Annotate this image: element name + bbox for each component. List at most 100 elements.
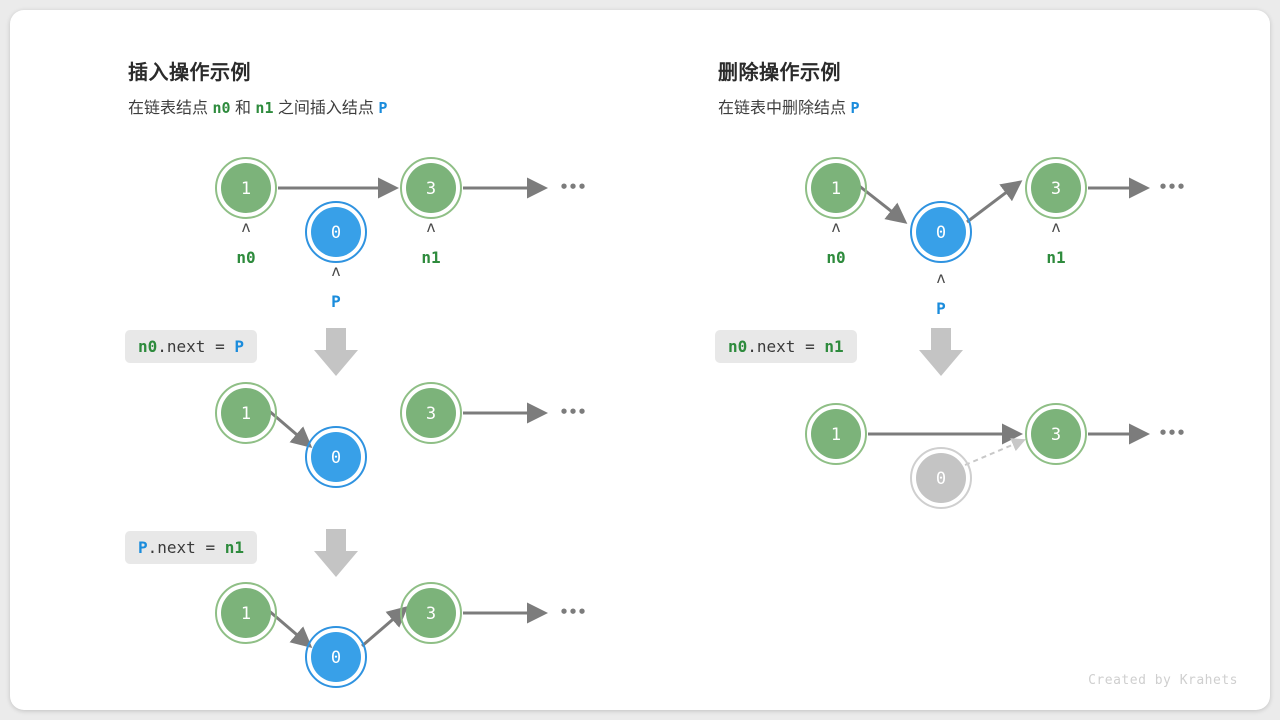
delete-panel-subtitle: 在链表中删除结点 P [718,94,859,118]
node-ring-1-row2 [215,382,277,444]
node-value-0-row2: 0 [331,448,341,468]
node-value-1-row2: 1 [241,404,251,424]
code-token-n1: n1 [224,538,244,557]
node-circle-3-del-row1 [1031,163,1081,213]
caret-n1-row1: ʌ [426,218,435,236]
insert-diagram-svg: ••• 1 ʌ n0 0 ʌ P 3 ʌ n1 ••• [215,157,587,688]
node-circle-1-row1 [221,163,271,213]
caret-n0-del-row1: ʌ [831,218,840,236]
diagram-card: 插入操作示例 在链表结点 n0 和 n1 之间插入结点 P n0.next = … [10,10,1270,710]
node-circle-deleted [916,453,966,503]
subtitle-ref-n1: n1 [255,99,274,117]
caret-p-del-row1: ʌ [936,269,945,287]
ellipsis-del-row1: ••• [1158,178,1185,196]
step-arrow-down-delete [919,328,963,376]
node-value-1-row1: 1 [241,179,251,199]
node-value-0-row3: 0 [331,648,341,668]
node-ring-1-del-row1 [805,157,867,219]
node-circle-3-row2 [406,388,456,438]
node-ring-3-row1 [400,157,462,219]
node-ring-0-row1 [305,201,367,263]
code-token-n0: n0 [138,337,158,356]
node-value-1-row3: 1 [241,604,251,624]
node-ring-0-row2 [305,426,367,488]
node-value-3-del-row1: 3 [1051,179,1061,199]
node-value-0-del-row1: 0 [936,223,946,243]
edge-p-to-n1-del-row1 [966,180,1023,224]
insert-panel-subtitle: 在链表结点 n0 和 n1 之间插入结点 P [128,94,387,118]
code-token-next-1: .next = [157,337,235,356]
delete-panel: 删除操作示例 在链表中删除结点 P n0.next = n1 ••• 1 ʌ n… [600,10,1270,710]
node-ring-0-row3 [305,626,367,688]
step-arrow-down-2 [314,529,358,577]
node-circle-0-del-row1 [916,207,966,257]
node-circle-0-row2 [311,432,361,482]
node-ring-3-row3 [400,582,462,644]
pointer-label-n0-row1: n0 [236,248,255,267]
node-ring-3-row2 [400,382,462,444]
edge-deleted-to-n1-dashed [964,438,1026,466]
subtitle-text-1: 在链表结点 [128,100,213,117]
node-value-0-row1: 0 [331,223,341,243]
code-chip-insert-step1: n0.next = P [125,330,257,363]
edge-n0-to-p-row3 [267,608,313,648]
caret-n1-del-row1: ʌ [1051,218,1060,236]
node-value-3-row2: 3 [426,404,436,424]
edge-n0-to-p-row2 [267,408,313,448]
node-circle-3-row3 [406,588,456,638]
code-token-p-2: P [138,538,148,557]
delete-diagram-svg: ••• 1 ʌ n0 0 ʌ P 3 ʌ n1 ••• 1 [805,157,1186,509]
node-circle-1-del-row2 [811,409,861,459]
subtitle-ref-p-delete: P [850,99,860,117]
credit-footer: Created by Krahets [1088,673,1238,688]
code-token-next-2: .next = [147,538,225,557]
node-ring-3-del-row2 [1025,403,1087,465]
node-ring-1-row3 [215,582,277,644]
pointer-label-n0-del-row1: n0 [826,248,845,267]
node-value-1-del-row2: 1 [831,425,841,445]
delete-panel-title: 删除操作示例 [718,62,841,84]
node-circle-3-del-row2 [1031,409,1081,459]
code-token-n0-delete: n0 [728,337,748,356]
node-ring-1-del-row2 [805,403,867,465]
caret-n0-row1: ʌ [241,218,250,236]
edge-p-to-n1-row3 [361,606,409,648]
subtitle-ref-p: P [378,99,388,117]
ellipsis-row1: ••• [559,178,586,196]
pointer-label-p-row1: P [331,292,341,311]
insert-panel: 插入操作示例 在链表结点 n0 和 n1 之间插入结点 P n0.next = … [10,10,640,710]
node-circle-0-row1 [311,207,361,257]
subtitle-text-d1: 在链表中删除结点 [718,100,851,117]
insert-panel-title: 插入操作示例 [128,62,251,84]
node-circle-1-del-row1 [811,163,861,213]
node-value-3-row1: 3 [426,179,436,199]
node-circle-3-row1 [406,163,456,213]
node-ring-0-del-row1 [910,201,972,263]
node-value-3-row3: 3 [426,604,436,624]
ellipsis-row3: ••• [559,603,586,621]
code-token-p: P [234,337,244,356]
code-chip-insert-step2: P.next = n1 [125,531,257,564]
node-value-3-del-row2: 3 [1051,425,1061,445]
ellipsis-row2: ••• [559,403,586,421]
node-ring-1-row1 [215,157,277,219]
node-circle-1-row2 [221,388,271,438]
node-ring-deleted [910,447,972,509]
pointer-label-n1-del-row1: n1 [1046,248,1065,267]
caret-p-row1: ʌ [331,262,340,280]
code-chip-delete-step1: n0.next = n1 [715,330,857,363]
node-circle-0-row3 [311,632,361,682]
ellipsis-del-row2: ••• [1158,424,1185,442]
code-token-n1-delete: n1 [824,337,844,356]
step-arrow-down-1 [314,328,358,376]
pointer-label-p-del-row1: P [936,299,946,318]
pointer-label-n1-row1: n1 [421,248,440,267]
subtitle-text-2: 和 [230,100,256,117]
node-value-deleted: 0 [936,469,946,489]
node-ring-3-del-row1 [1025,157,1087,219]
subtitle-ref-n0: n0 [212,99,231,117]
subtitle-text-3: 之间插入结点 [273,100,379,117]
node-value-1-del-row1: 1 [831,179,841,199]
code-token-next-delete: .next = [747,337,825,356]
node-circle-1-row3 [221,588,271,638]
